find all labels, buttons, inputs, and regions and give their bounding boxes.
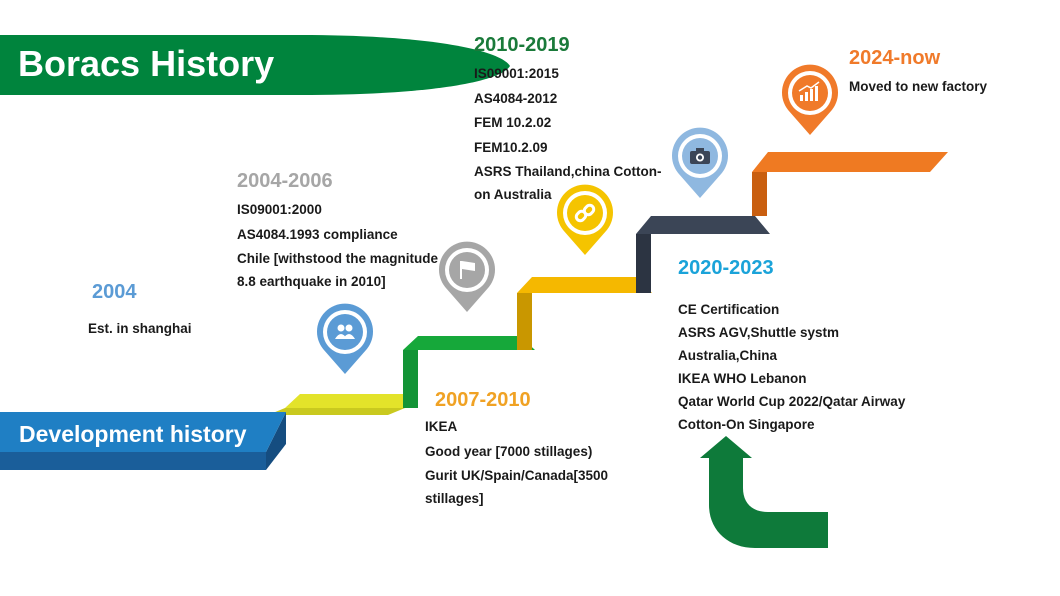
map-pin [317, 303, 373, 374]
pins [317, 64, 839, 374]
step-navy-riser [636, 234, 651, 293]
title-banner [0, 35, 510, 95]
milestone-line: AS4084-2012 [474, 90, 558, 106]
map-pin [439, 241, 496, 312]
step-green-top [403, 336, 535, 350]
milestone-line: CE Certification [678, 302, 780, 317]
step-yellow-top [285, 394, 405, 408]
map-pin [782, 64, 839, 135]
milestone-year: 2010-2019 [474, 34, 570, 56]
milestone-year: 2020-2023 [678, 257, 774, 279]
map-pin [672, 127, 728, 198]
staircase [268, 152, 948, 415]
milestone-line: ASRS Thailand,china Cotton- [474, 164, 662, 179]
step-gold-top [517, 277, 652, 293]
milestone-line: Gurit UK/Spain/Canada[3500 [425, 468, 609, 483]
milestone-year: 2004 [92, 281, 137, 303]
milestone-line: IS09001:2015 [474, 66, 559, 81]
development-banner [0, 412, 286, 470]
milestone-year: 2004-2006 [237, 170, 333, 192]
milestone-line: FEM 10.2.02 [474, 115, 552, 130]
flag-icon [460, 261, 475, 279]
milestone-2020-2023-lines: CE Certification ASRS AGV,Shuttle systm … [678, 298, 905, 436]
milestone-line: stillages] [425, 490, 484, 506]
milestone-2004-2006-lines: IS09001:2000 AS4084.1993 compliance Chil… [237, 198, 438, 292]
milestone-line: ASRS AGV,Shuttle systm [678, 325, 840, 340]
return-arrow-icon [700, 436, 828, 548]
map-pin [557, 184, 613, 255]
milestone-year: 2024-now [849, 47, 941, 69]
milestone-2010-2019-lines: IS09001:2015 AS4084-2012 FEM 10.2.02 FEM… [474, 62, 662, 205]
camera-icon [690, 148, 710, 164]
milestone-line: Qatar World Cup 2022/Qatar Airway [678, 394, 906, 409]
step-orange-riser [752, 172, 767, 216]
milestone-2007-2010-lines: IKEA Good year [7000 stillages) Gurit UK… [425, 415, 608, 509]
page-title: Boracs History [18, 43, 275, 84]
link-icon [574, 203, 596, 223]
development-history-label: Development history [19, 421, 247, 447]
step-gold-riser [517, 293, 532, 350]
milestone-line: IKEA [425, 419, 458, 434]
chart-icon [798, 81, 820, 101]
step-green-riser [403, 350, 418, 408]
milestone-line: IKEA WHO Lebanon [678, 371, 807, 386]
milestone-line: Chile [withstood the magnitude [237, 251, 438, 266]
milestone-line: 8.8 earthquake in 2010] [237, 273, 386, 289]
milestone-line: on Australia [474, 186, 552, 202]
step-orange-top [752, 152, 948, 172]
milestone-line: FEM10.2.09 [474, 139, 548, 155]
milestone-line: Good year [7000 stillages) [425, 443, 593, 459]
people-icon [335, 324, 355, 339]
milestone-2004: 2004 [92, 281, 137, 304]
milestone-line: AS4084.1993 compliance [237, 226, 398, 242]
milestone-line: IS09001:2000 [237, 202, 322, 217]
milestone-line: Moved to new factory [849, 79, 988, 94]
step-yellow-face [268, 408, 405, 415]
step-navy-top [636, 216, 770, 234]
milestone-line: Cotton-On Singapore [678, 417, 815, 432]
milestone-line: Est. in shanghai [88, 321, 192, 336]
milestone-year: 2007-2010 [435, 389, 531, 411]
milestone-line: Australia,China [678, 348, 778, 363]
